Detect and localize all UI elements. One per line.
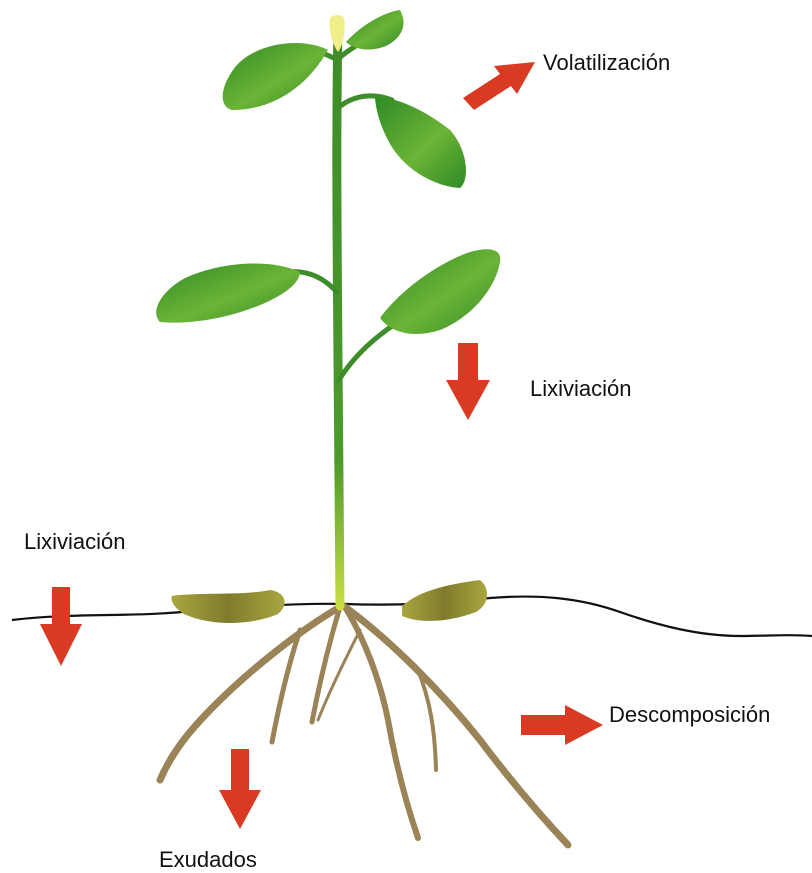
- arrow-decomposition-icon: [521, 705, 603, 745]
- label-leaching-foliar: Lixiviación: [530, 378, 632, 400]
- bud: [329, 15, 344, 52]
- arrow-leaching-soil-icon: [40, 587, 82, 666]
- label-decomposition: Descomposición: [609, 704, 770, 726]
- arrow-leaching-foliar-icon: [446, 343, 490, 420]
- leaf-top-left: [223, 43, 328, 110]
- leaf-upper-right: [375, 98, 466, 188]
- fallen-leaf-left: [172, 590, 285, 623]
- arrow-exudates-icon: [219, 749, 261, 829]
- label-leaching-soil: Lixiviación: [24, 531, 126, 553]
- leaf-top-right: [346, 10, 404, 49]
- leaf-middle-right: [380, 249, 500, 334]
- leaf-middle-left: [156, 263, 300, 322]
- fallen-leaf-right: [402, 580, 487, 621]
- roots: [160, 607, 568, 845]
- label-exudates: Exudados: [159, 849, 257, 871]
- label-volatilization: Volatilización: [543, 52, 670, 74]
- stem: [337, 30, 340, 606]
- arrow-volatilization-icon: [463, 62, 535, 110]
